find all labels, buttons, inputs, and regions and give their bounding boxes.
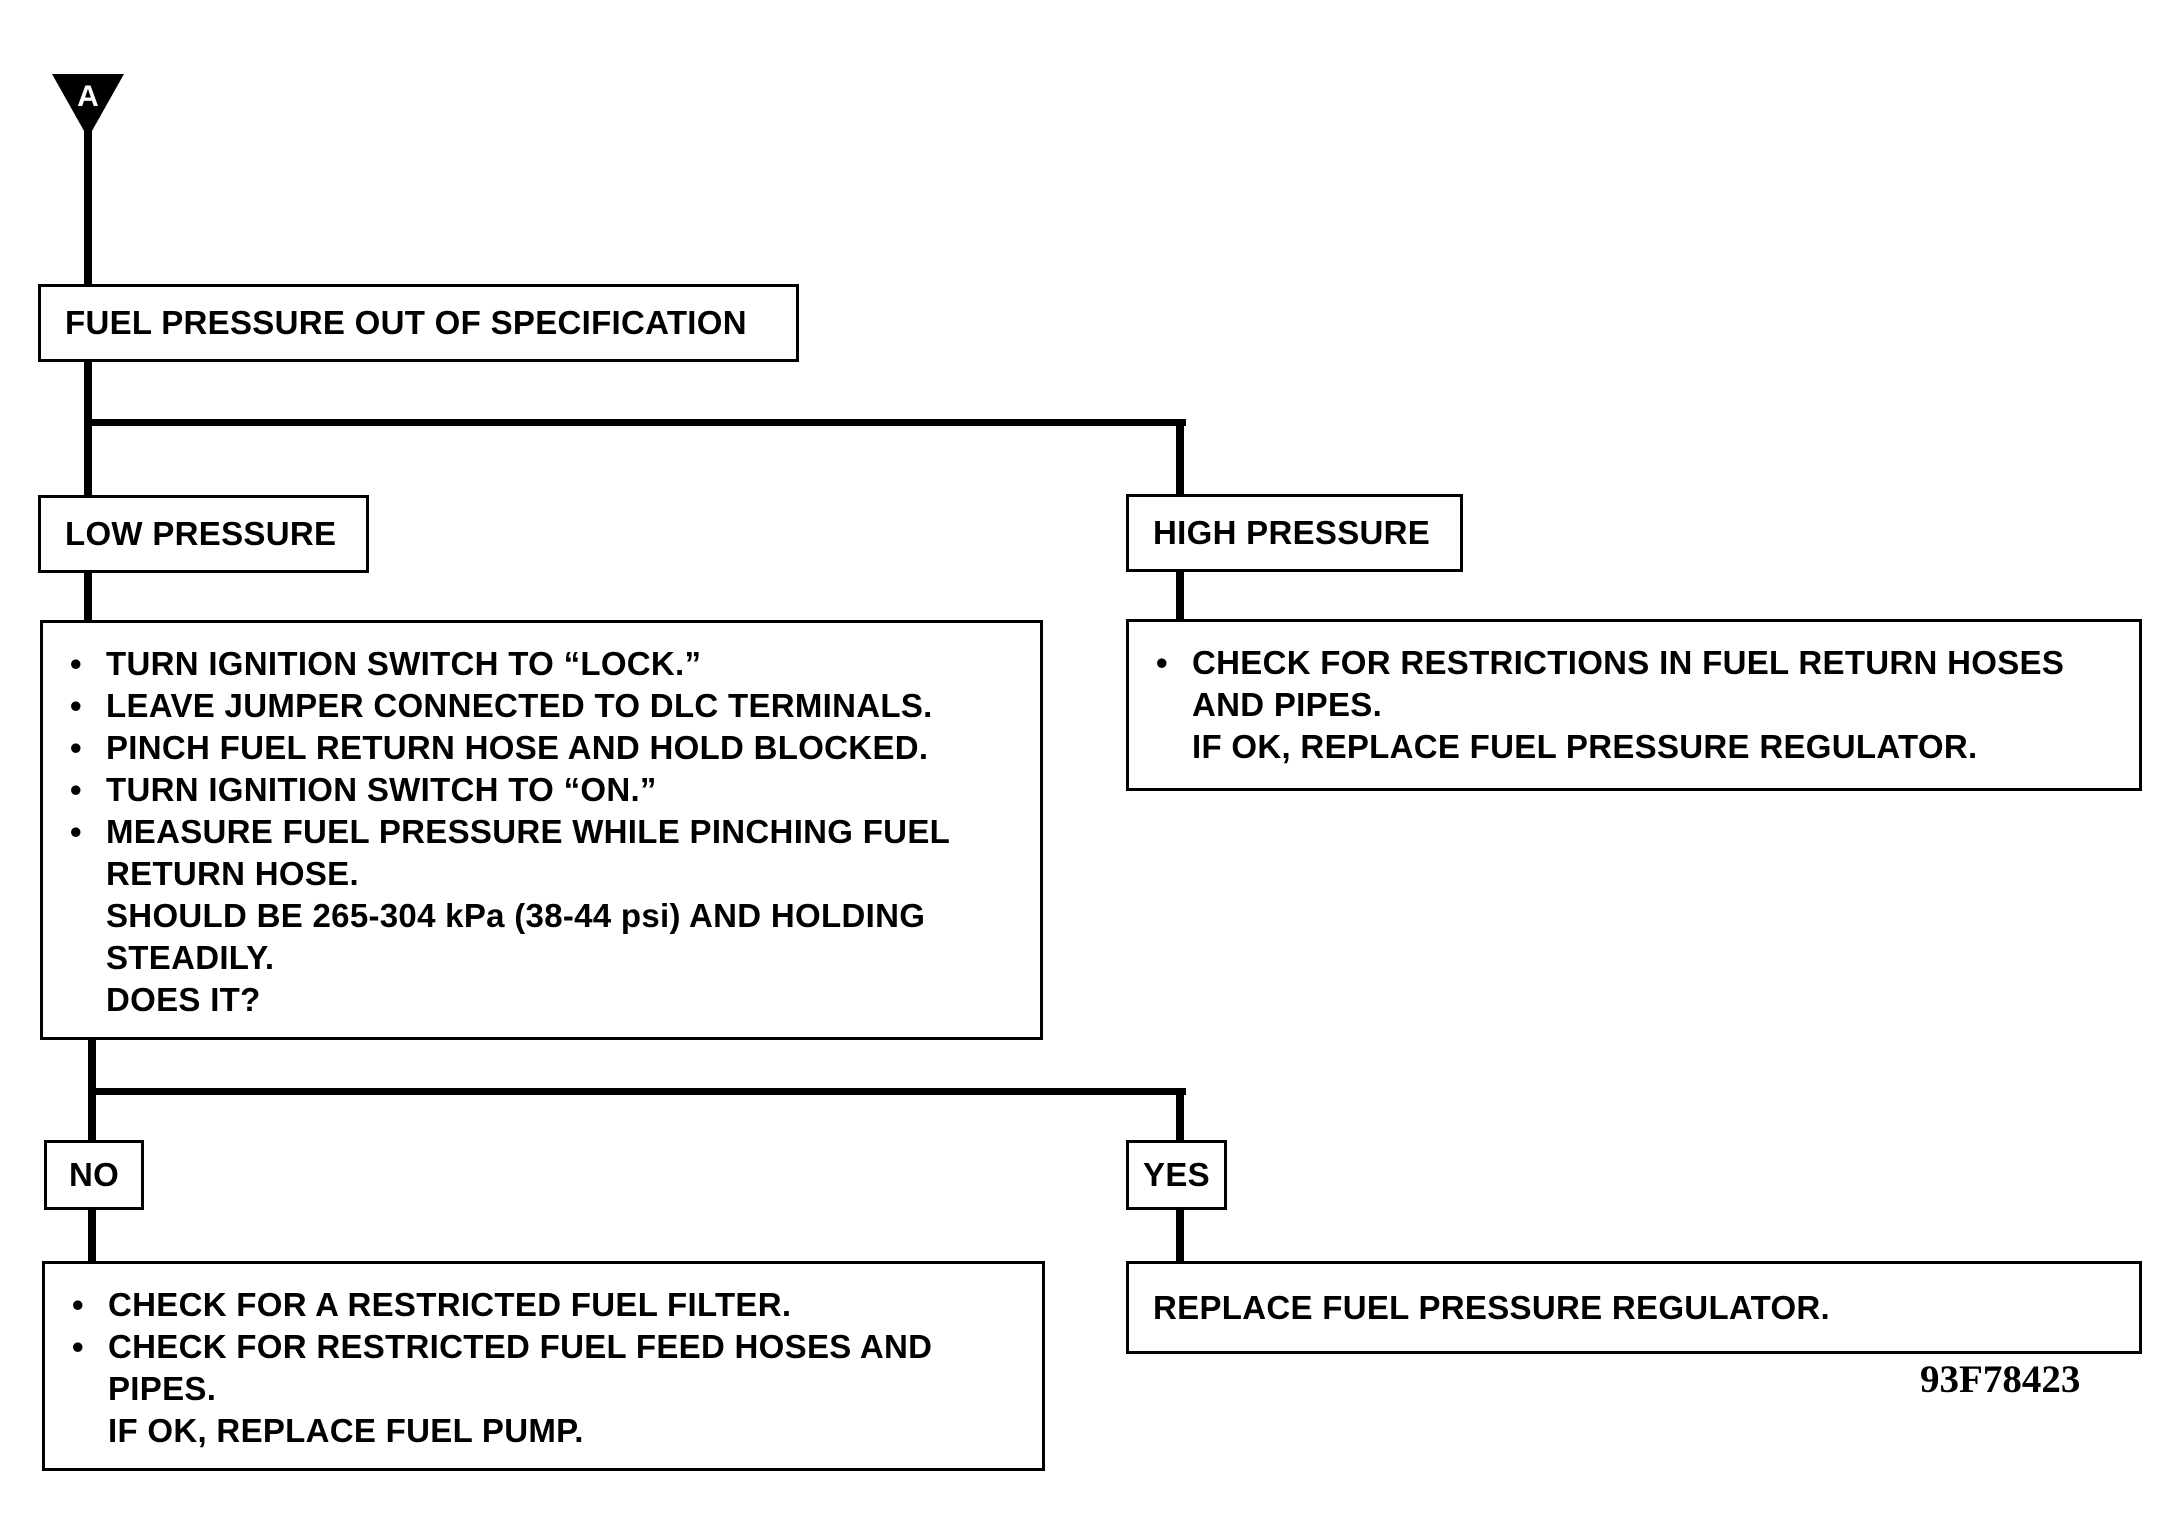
bullet-glyph: • — [70, 813, 82, 850]
answer-yes: YES — [1126, 1140, 1227, 1210]
root-node-fuel-pressure-out-of-spec: FUEL PRESSURE OUT OF SPECIFICATION — [38, 284, 799, 362]
connector-high-to-steps — [1176, 571, 1184, 622]
no-step-line: IF OK, REPLACE FUEL PUMP. — [108, 1412, 584, 1449]
high-pressure-steps-list: • CHECK FOR RESTRICTIONS IN FUEL RETURN … — [1153, 642, 2064, 768]
connector-root-down — [84, 362, 92, 497]
connector-to-yes — [1176, 1088, 1184, 1143]
branch-low-pressure-text: LOW PRESSURE — [65, 515, 337, 552]
high-pressure-steps-box: • CHECK FOR RESTRICTIONS IN FUEL RETURN … — [1126, 619, 2142, 791]
connector-start-to-root — [84, 130, 92, 287]
low-step-line: RETURN HOSE. — [106, 855, 359, 892]
bullet-glyph: • — [70, 771, 82, 808]
high-step-line: IF OK, REPLACE FUEL PRESSURE REGULATOR. — [1192, 728, 1978, 765]
start-marker-triangle — [52, 74, 124, 138]
no-step-item: • CHECK FOR RESTRICTED FUEL FEED HOSES A… — [69, 1326, 932, 1452]
low-step-line: LEAVE JUMPER CONNECTED TO DLC TERMINALS. — [106, 687, 933, 724]
yes-steps-text: REPLACE FUEL PRESSURE REGULATOR. — [1153, 1288, 1831, 1326]
low-step-line: PINCH FUEL RETURN HOSE AND HOLD BLOCKED. — [106, 729, 929, 766]
no-step-line: CHECK FOR A RESTRICTED FUEL FILTER. — [108, 1286, 792, 1323]
low-pressure-steps-list: • TURN IGNITION SWITCH TO “LOCK.” • LEAVE … — [67, 643, 950, 1021]
no-step-item: • CHECK FOR A RESTRICTED FUEL FILTER. — [69, 1284, 932, 1326]
low-step-item: • TURN IGNITION SWITCH TO “LOCK.” — [67, 643, 950, 685]
low-step-line: TURN IGNITION SWITCH TO “LOCK.” — [106, 645, 702, 682]
bullet-glyph: • — [72, 1328, 84, 1365]
connector-yes-to-steps — [1176, 1207, 1184, 1263]
bullet-glyph: • — [70, 729, 82, 766]
bullet-glyph: • — [70, 687, 82, 724]
low-step-line: MEASURE FUEL PRESSURE WHILE PINCHING FUE… — [106, 813, 951, 850]
root-node-text: FUEL PRESSURE OUT OF SPECIFICATION — [65, 304, 747, 341]
low-step-item: • LEAVE JUMPER CONNECTED TO DLC TERMINALS… — [67, 685, 950, 727]
low-pressure-steps-box: • TURN IGNITION SWITCH TO “LOCK.” • LEAVE … — [40, 620, 1043, 1040]
no-steps-box: • CHECK FOR A RESTRICTED FUEL FILTER. • C… — [42, 1261, 1045, 1471]
bullet-glyph: • — [70, 645, 82, 682]
no-step-line: CHECK FOR RESTRICTED FUEL FEED HOSES AND — [108, 1328, 933, 1365]
connector-no-to-steps — [88, 1207, 96, 1263]
low-step-item: • TURN IGNITION SWITCH TO “ON.” — [67, 769, 950, 811]
answer-no: NO — [44, 1140, 144, 1210]
high-step-line: CHECK FOR RESTRICTIONS IN FUEL RETURN HO… — [1192, 644, 2065, 681]
connector-pressure-split — [84, 419, 1186, 426]
low-step-item: • PINCH FUEL RETURN HOSE AND HOLD BLOCKED… — [67, 727, 950, 769]
bullet-glyph: • — [1156, 644, 1168, 681]
bullet-glyph: • — [72, 1286, 84, 1323]
start-marker-label: A — [77, 80, 99, 113]
answer-yes-text: YES — [1143, 1156, 1210, 1193]
connector-low-to-steps — [84, 572, 92, 623]
low-step-line: STEADILY. — [106, 939, 275, 976]
no-step-line: PIPES. — [108, 1370, 217, 1407]
answer-no-text: NO — [68, 1156, 120, 1193]
low-step-line: DOES IT? — [106, 981, 261, 1018]
connector-answer-split — [88, 1088, 1186, 1095]
branch-low-pressure: LOW PRESSURE — [38, 495, 369, 573]
low-step-line: TURN IGNITION SWITCH TO “ON.” — [106, 771, 657, 808]
high-step-item: • CHECK FOR RESTRICTIONS IN FUEL RETURN … — [1153, 642, 2064, 768]
high-step-line: AND PIPES. — [1192, 686, 1383, 723]
yes-steps-box: REPLACE FUEL PRESSURE REGULATOR. — [1126, 1261, 2142, 1354]
connector-to-high-pressure — [1176, 419, 1184, 497]
branch-high-pressure: HIGH PRESSURE — [1126, 494, 1463, 572]
start-marker-a: A — [52, 74, 124, 138]
branch-high-pressure-text: HIGH PRESSURE — [1153, 514, 1431, 551]
low-step-item: • MEASURE FUEL PRESSURE WHILE PINCHING F… — [67, 811, 950, 1021]
no-steps-list: • CHECK FOR A RESTRICTED FUEL FILTER. • C… — [69, 1284, 932, 1452]
figure-code: 93F78423 — [1920, 1358, 2081, 1401]
low-step-line: SHOULD BE 265-304 kPa (38-44 psi) AND HO… — [106, 897, 926, 934]
